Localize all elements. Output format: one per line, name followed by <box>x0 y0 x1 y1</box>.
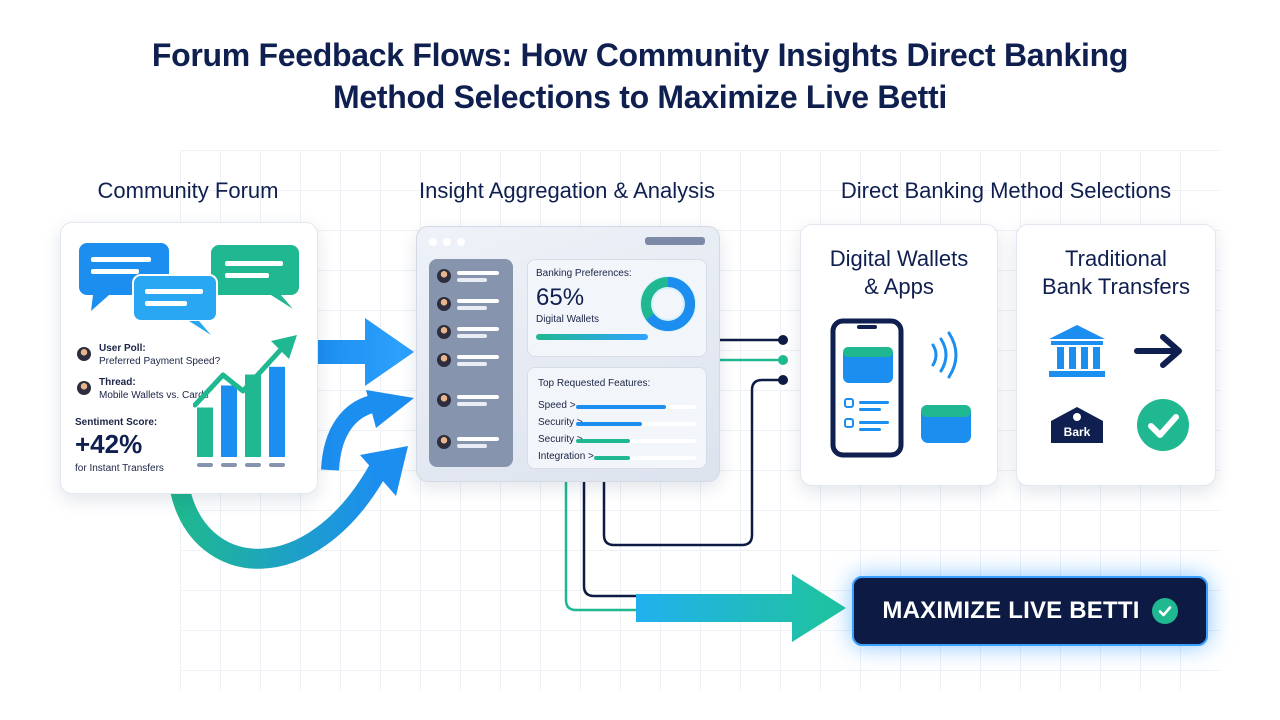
bank-transfers-card[interactable]: Traditional Bank Transfers Bark <box>1016 224 1216 486</box>
sentiment-subtext: for Instant Transfers <box>75 463 164 474</box>
analysis-window: Banking Preferences: 65% Digital Wallets… <box>416 226 720 482</box>
bank-badge-icon <box>1051 407 1103 443</box>
avatar <box>437 297 451 311</box>
transfers-title-line-1: Traditional <box>1065 246 1167 271</box>
title-line-1: Forum Feedback Flows: How Community Insi… <box>151 37 1129 73</box>
sentiment-label: Sentiment Score: <box>75 417 158 428</box>
poll-text: Preferred Payment Speed? <box>99 356 221 367</box>
wallets-title-line-1: Digital Wallets <box>829 246 969 271</box>
cta-arrow <box>636 574 846 642</box>
poll-label: User Poll: <box>99 343 146 354</box>
avatar <box>77 347 91 361</box>
feature-track <box>594 456 696 460</box>
bank-badge: Bark <box>1047 403 1107 447</box>
banking-preferences-tile: Banking Preferences: 65% Digital Wallets <box>527 259 707 357</box>
connector-cta-navy <box>582 480 640 598</box>
digital-wallets-card[interactable]: Digital Wallets & Apps <box>800 224 998 486</box>
user-list-panel <box>429 259 513 467</box>
avatar <box>437 325 451 339</box>
feature-label: Security > <box>538 434 583 445</box>
page-title: Forum Feedback Flows: How Community Insi… <box>40 34 1240 118</box>
avatar <box>437 353 451 367</box>
check-icon <box>1151 598 1178 624</box>
sentiment-bar <box>197 407 213 457</box>
feature-bar <box>576 405 666 409</box>
sentiment-bar <box>269 366 285 457</box>
feature-label: Integration > <box>538 451 594 462</box>
avatar <box>437 269 451 283</box>
bank-building-icon <box>1049 325 1105 377</box>
donut-chart-icon <box>640 276 696 332</box>
heading-community-forum: Community Forum <box>97 178 279 203</box>
feature-label: Speed > <box>538 400 576 411</box>
preferences-subtext: Digital Wallets <box>536 314 599 325</box>
feature-bar <box>576 422 642 426</box>
window-dots <box>429 238 465 246</box>
title-line-2: Method Selections to Maximize Live Betti <box>333 79 947 115</box>
flow-arrow-curve-2 <box>170 460 388 569</box>
wallet-icon <box>921 405 971 443</box>
heading-banking-selections: Direct Banking Method Selections <box>840 178 1172 203</box>
connector-cta-teal <box>564 480 640 612</box>
sentiment-bar <box>245 374 261 457</box>
phone-icon <box>830 318 904 458</box>
trend-arrow-icon <box>193 342 288 408</box>
sentiment-bar <box>221 385 237 457</box>
thread-label: Thread: <box>99 377 136 388</box>
feature-bar <box>576 439 630 443</box>
features-tile: Top Requested Features: Speed > Security … <box>527 367 707 469</box>
features-title: Top Requested Features: <box>538 378 651 389</box>
forum-card: User Poll: Preferred Payment Speed? Thre… <box>60 222 318 494</box>
feature-bar <box>594 456 630 460</box>
arrow-right-icon <box>1134 334 1182 368</box>
preferences-label: Banking Preferences: <box>536 268 632 279</box>
feature-track <box>576 439 696 443</box>
connector-loop <box>602 378 782 547</box>
avatar <box>77 381 91 395</box>
transfers-title-line-2: Bank Transfers <box>1042 274 1190 299</box>
flow-arrow-curve-1 <box>321 395 375 471</box>
check-icon <box>1137 399 1189 451</box>
sentiment-bar-chart <box>193 335 297 467</box>
avatar <box>437 393 451 407</box>
bank-badge-label: Bark <box>1063 425 1091 439</box>
window-search-bar <box>645 237 705 245</box>
contactless-icon <box>931 331 958 379</box>
thread-text: Mobile Wallets vs. Cards <box>99 390 209 401</box>
maximize-live-betting-button[interactable]: MAXIMIZE LIVE BETTI <box>852 576 1208 646</box>
wallets-title-line-2: & Apps <box>864 274 934 299</box>
flow-arrow-main <box>318 318 414 386</box>
feature-label: Security > <box>538 417 583 428</box>
preferences-bar <box>536 334 648 340</box>
avatar <box>437 435 451 449</box>
donut-segment <box>641 277 695 331</box>
heading-insight-analysis: Insight Aggregation & Analysis <box>419 178 715 203</box>
cta-label: MAXIMIZE LIVE BETTI <box>882 597 1140 624</box>
preferences-value: 65% <box>536 284 585 311</box>
sentiment-value: +42% <box>75 429 143 459</box>
chat-bubble-icon <box>79 243 299 335</box>
